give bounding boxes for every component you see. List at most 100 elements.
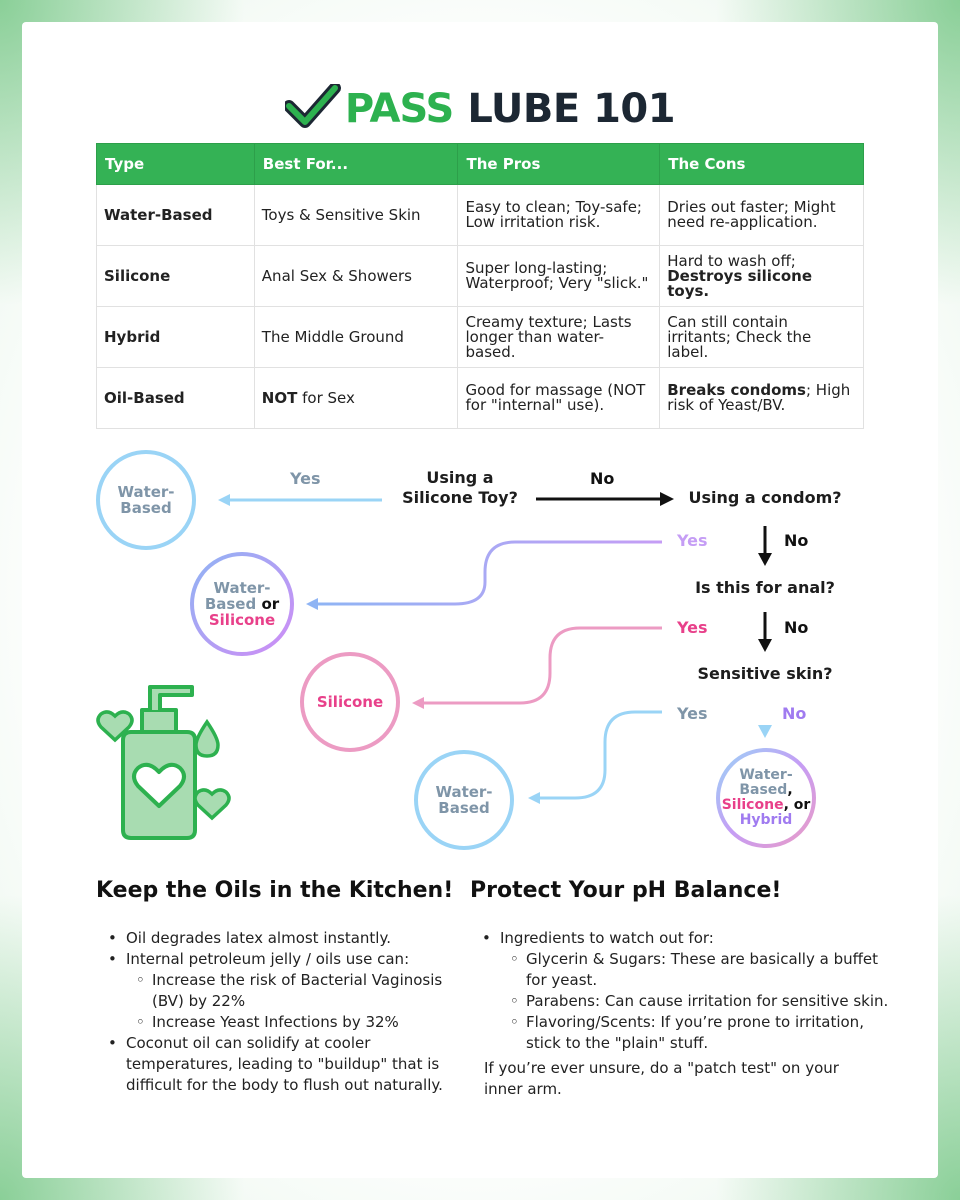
arrowhead [758,639,772,652]
arrowhead [218,494,230,506]
oils-list: Oil degrades latex almost instantly. Int… [100,928,458,1096]
arrowhead [660,492,674,506]
yes-label: Yes [677,531,708,550]
no-label: No [784,618,809,637]
node-text: Water- [435,783,493,801]
arrowhead [306,598,318,610]
oils-sublist: Increase the risk of Bacterial Vaginosis… [126,970,458,1033]
table-header-row: Type Best For... The Pros The Cons [96,143,864,185]
best-for-cell: Anal Sex & Showers [253,245,459,307]
list-item-text: Ingredients to watch out for: [500,929,714,947]
yes-label: Yes [677,704,708,723]
lube-comparison-table: Type Best For... The Pros The Cons Water… [96,143,864,429]
result-water-based: Water-Based [96,450,196,550]
arrowhead [758,725,772,738]
cons-cell: Can still contain irritants; Check the l… [659,306,864,368]
ph-list: Ingredients to watch out for: Glycerin &… [474,928,892,1054]
ph-sublist: Glycerin & Sugars: These are basically a… [500,949,892,1054]
flowchart-connectors [96,492,772,840]
table-row: Hybrid The Middle Ground Creamy texture;… [96,306,864,368]
type-cell: Oil-Based [96,367,255,429]
yes-label: Yes [290,469,321,488]
list-item: Parabens: Can cause irritation for sensi… [510,991,892,1012]
best-for-cell: The Middle Ground [253,306,459,368]
list-item: Flavoring/Scents: If you’re prone to irr… [510,1012,892,1054]
arrowhead [528,792,540,804]
list-item: Oil degrades latex almost instantly. [108,928,458,949]
node-text: , or [783,797,811,813]
question-line: Silicone Toy? [402,488,518,507]
arrow-yes-4 [540,710,662,800]
list-item: Glycerin & Sugars: These are basically a… [510,949,892,991]
node-text: Water- [213,579,271,597]
decision-flowchart: Using a Silicone Toy? Using a condom? Is… [0,440,960,860]
page-title: LUBE 101 [467,86,676,132]
arrowhead [758,553,772,566]
checkmark-logo-icon [284,84,341,128]
arrowhead [412,697,424,709]
question-line: Using a [426,468,494,487]
question-silicone-toy: Using a Silicone Toy? [395,468,525,508]
question-condom: Using a condom? [688,488,842,507]
cons-cell: Breaks condoms; High risk of Yeast/BV. [659,367,864,429]
result-silicone: Silicone [300,652,400,752]
node-text: Based [120,499,172,517]
patch-test-note: If you’re ever unsure, do a "patch test"… [484,1059,839,1098]
pros-cell: Super long-lasting; Waterproof; Very "sl… [457,245,661,307]
best-for-cell: NOT for Sex [253,367,459,429]
question-sensitive-skin: Sensitive skin? [697,664,833,683]
node-text: Based [204,595,257,613]
table-row: Silicone Anal Sex & Showers Super long-l… [96,245,864,307]
oils-section-title: Keep the Oils in the Kitchen! [96,878,454,903]
cons-cell: Hard to wash off; Destroys silicone toys… [659,245,864,307]
node-text: Silicone [208,611,276,629]
list-item-text: Internal petroleum jelly / oils use can: [126,950,410,968]
table-row: Water-Based Toys & Sensitive Skin Easy t… [96,184,864,246]
type-cell: Water-Based [96,184,255,246]
type-cell: Silicone [96,245,255,307]
brand-name: PASS [344,86,454,132]
heart-icon [96,710,134,743]
list-item: Increase the risk of Bacterial Vaginosis… [136,970,458,1012]
node-text: or [261,595,280,613]
column-header: Best For... [253,143,459,185]
list-item: Coconut oil can solidify at cooler tempe… [108,1033,458,1096]
cons-text: Hard to wash off; [667,251,796,270]
no-label: No [590,469,615,488]
column-header: Type [96,143,255,185]
cons-cell: Dries out faster; Might need re-applicat… [659,184,864,246]
cons-emphasis: Destroys silicone toys. [667,266,812,300]
column-header: The Pros [457,143,661,185]
no-label: No [784,531,809,550]
droplet-icon [194,718,220,758]
cons-text: ; High risk of Yeast/BV. [667,381,851,414]
list-item: Internal petroleum jelly / oils use can:… [108,949,458,1033]
list-item: Increase Yeast Infections by 32% [136,1012,458,1033]
column-header: The Cons [659,143,864,185]
node-text: Based [438,799,490,817]
arrow-yes-2 [318,540,662,606]
table-row: Oil-Based NOT for Sex Good for massage (… [96,367,864,429]
node-text: Silicone [721,797,784,813]
node-text: Hybrid [739,812,793,828]
best-for-text: for Sex [297,388,355,407]
result-water-based-2: Water-Based [414,750,514,850]
list-item: Ingredients to watch out for: Glycerin &… [482,928,892,1054]
ph-section-title: Protect Your pH Balance! [470,878,782,903]
best-for-emphasis: NOT [261,388,298,407]
lube-bottle-icon [121,685,197,840]
cons-emphasis: Breaks condoms [667,381,806,399]
pros-cell: Creamy texture; Lasts longer than water-… [457,306,661,368]
no-label: No [782,704,807,723]
heart-icon [193,788,231,821]
node-text: Based [739,782,788,798]
yes-label: Yes [677,618,708,637]
arrow-yes-3 [424,626,662,705]
pros-cell: Good for massage (NOT for "internal" use… [457,367,661,429]
node-text: , [787,782,793,798]
node-text: Water- [739,767,793,783]
best-for-cell: Toys & Sensitive Skin [253,184,459,246]
pros-cell: Easy to clean; Toy-safe; Low irritation … [457,184,661,246]
